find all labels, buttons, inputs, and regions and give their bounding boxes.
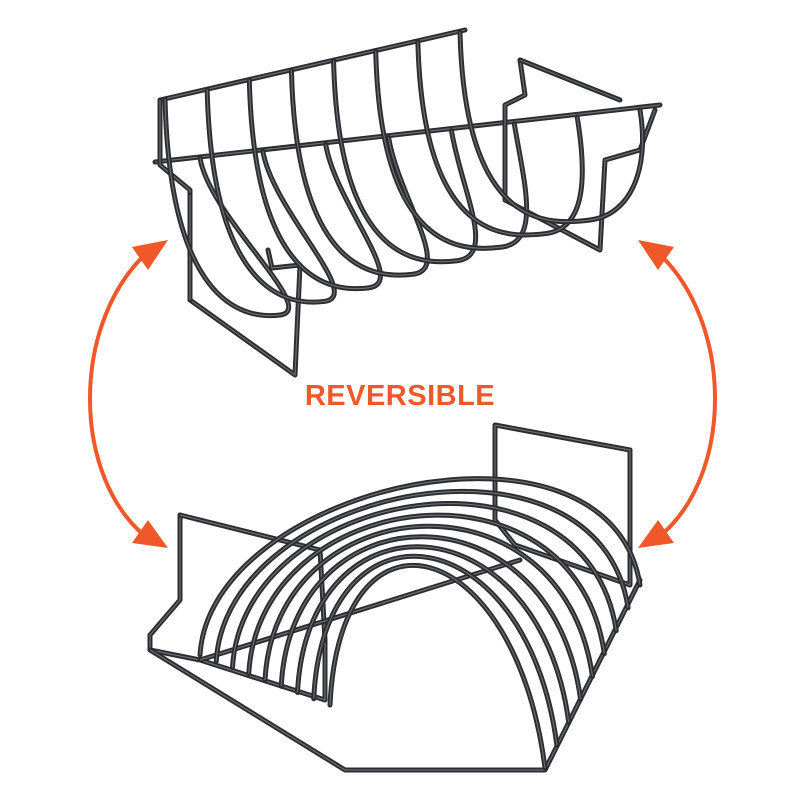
bottom-rack-rib bbox=[327, 563, 548, 771]
top-rack-rib bbox=[162, 96, 291, 319]
top-rack-rib-highlight bbox=[459, 31, 644, 223]
bottom-rack-rib-highlight bbox=[215, 490, 629, 662]
bottom-rack-rib-highlight bbox=[248, 514, 605, 674]
bottom-rack-image bbox=[147, 422, 643, 773]
top-rack-image bbox=[152, 27, 663, 378]
arrow-head bbox=[638, 240, 674, 270]
reversible-caption: REVERSIBLE bbox=[304, 380, 496, 412]
top-rack-rib bbox=[331, 58, 479, 265]
top-rack-rib-highlight bbox=[417, 41, 583, 236]
top-back-rail-highlight bbox=[159, 29, 466, 101]
arrow-head bbox=[132, 520, 168, 548]
bottom-right-end-frame-highlight bbox=[494, 424, 631, 586]
top-rack-rib-highlight bbox=[206, 89, 335, 303]
top-rack-rib-highlight bbox=[248, 79, 382, 290]
bottom-rack-rib-highlight bbox=[264, 525, 594, 681]
right-double-arrow-icon bbox=[638, 240, 717, 548]
top-rack-rib-highlight bbox=[164, 98, 290, 317]
top-right-frame-rail-highlight bbox=[519, 59, 621, 101]
top-rack-rib-highlight bbox=[375, 51, 528, 249]
top-front-rail-highlight bbox=[154, 104, 661, 163]
arrow-head bbox=[132, 240, 168, 270]
top-right-end-frame-highlight bbox=[504, 59, 656, 251]
bottom-rack-rib-highlight bbox=[280, 536, 582, 700]
arrow-head bbox=[638, 520, 674, 548]
top-rack-rib-highlight bbox=[332, 60, 477, 263]
bottom-rack-rib-highlight bbox=[329, 565, 546, 769]
bottom-rack-rib-highlight bbox=[199, 477, 641, 656]
left-double-arrow-icon bbox=[88, 240, 168, 548]
top-rack-rib bbox=[415, 39, 585, 238]
bottom-front-base-rail bbox=[147, 577, 643, 773]
arrow-shaft bbox=[88, 248, 152, 542]
bottom-rack-rib-highlight bbox=[313, 555, 558, 746]
arrow-shaft bbox=[653, 248, 717, 542]
bottom-front-base-rail-highlight bbox=[149, 579, 641, 771]
top-left-end-frame-highlight bbox=[159, 100, 301, 377]
bottom-rack-rib-highlight bbox=[296, 546, 570, 723]
bottom-rack-rib-highlight bbox=[231, 503, 617, 668]
